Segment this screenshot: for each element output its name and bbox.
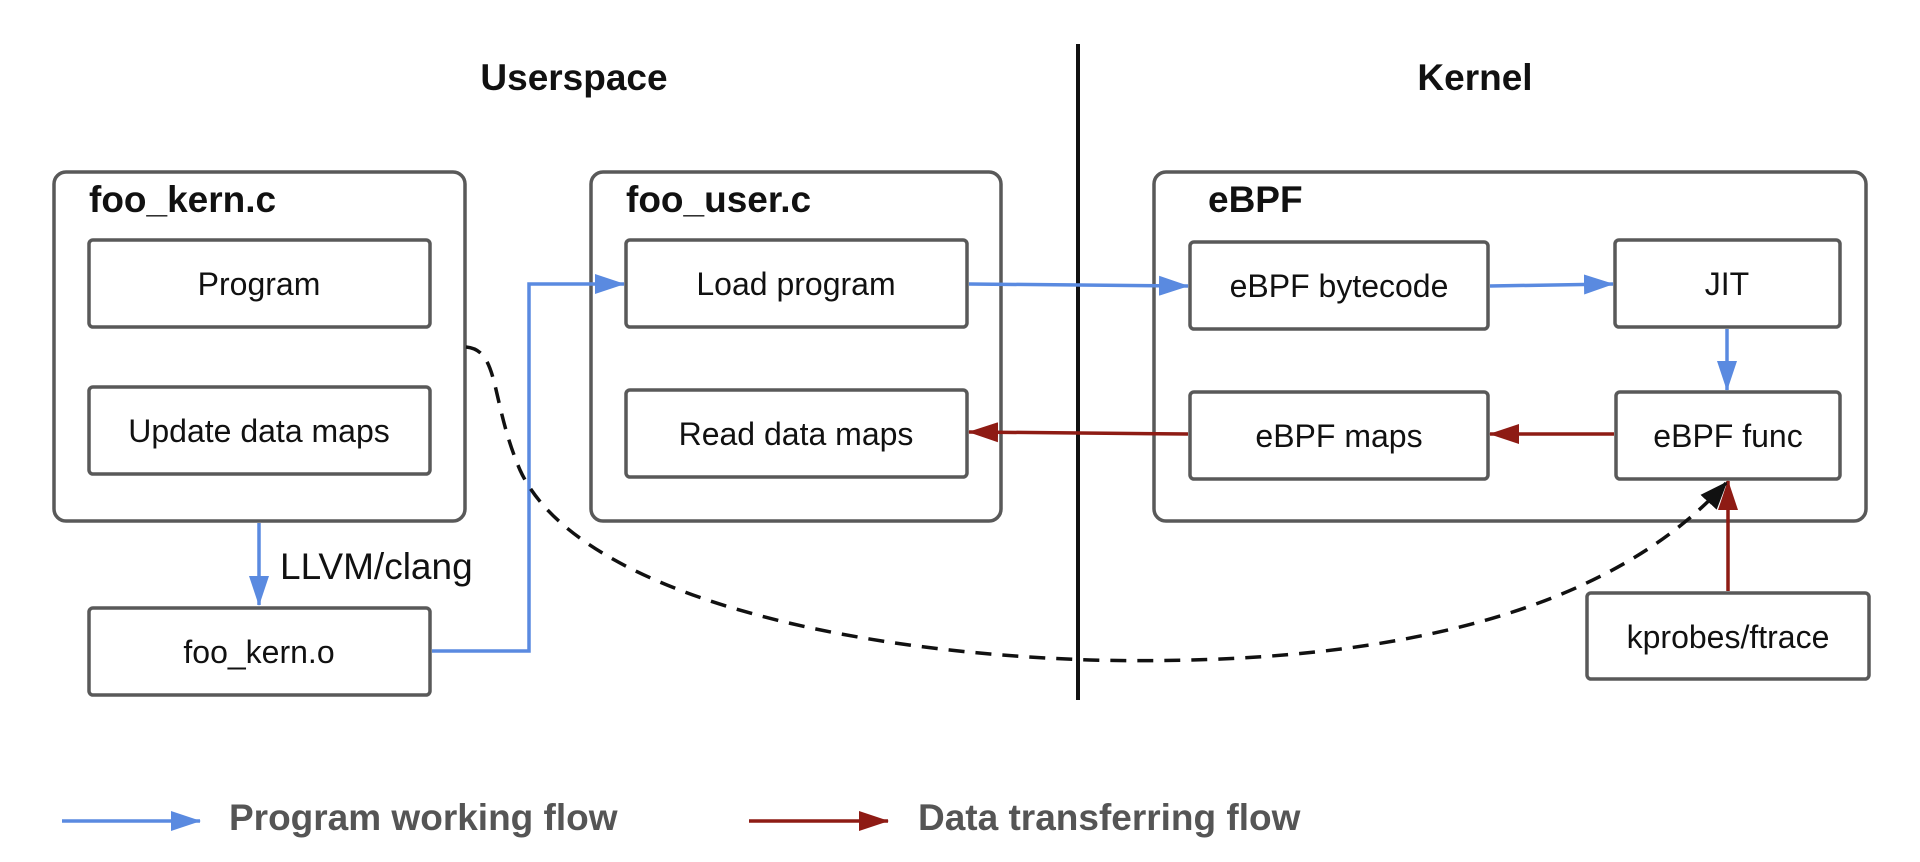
kprobes-ftrace-box xyxy=(1585,591,1871,681)
ebpf-container: eBPF eBPF bytecode JIT eBPF maps eBPF fu… xyxy=(1152,170,1868,523)
kprobes-ftrace-label: kprobes/ftrace xyxy=(1627,619,1830,655)
program-label: Program xyxy=(198,266,321,302)
program-attach-dashed-curve xyxy=(465,345,1728,663)
load-program-box xyxy=(624,238,969,329)
foo-user-title: foo_user.c xyxy=(626,179,811,220)
kernel-title: Kernel xyxy=(1417,57,1532,98)
foo-kern-o-label: foo_kern.o xyxy=(183,634,334,670)
update-data-maps-box xyxy=(87,385,432,476)
ebpf-maps-label: eBPF maps xyxy=(1255,418,1422,454)
ebpf-func-box xyxy=(1614,390,1842,481)
ebpf-bytecode-label: eBPF bytecode xyxy=(1230,268,1449,304)
ebpf-title: eBPF xyxy=(1208,179,1303,220)
update-data-maps-label: Update data maps xyxy=(128,413,390,449)
load-to-bytecode-arrow xyxy=(968,275,1189,296)
read-data-maps-box xyxy=(624,388,969,479)
legend: Program working flow Data transferring f… xyxy=(62,797,1301,838)
legend-program-flow-label: Program working flow xyxy=(229,797,618,838)
foo-kern-title: foo_kern.c xyxy=(89,179,276,220)
foo-kern-o-box xyxy=(87,606,432,697)
userspace-title: Userspace xyxy=(480,57,667,98)
foo-user-container: foo_user.c Load program Read data maps xyxy=(589,170,1003,523)
bytecode-to-jit-arrow xyxy=(1489,274,1614,295)
jit-box xyxy=(1613,238,1842,329)
jit-label: JIT xyxy=(1705,266,1749,302)
ebpf-func-label: eBPF func xyxy=(1653,418,1802,454)
read-data-maps-label: Read data maps xyxy=(679,416,914,452)
maps-to-read-arrow xyxy=(968,422,1189,443)
ebpf-bytecode-box xyxy=(1188,240,1490,331)
program-box xyxy=(87,238,432,329)
load-program-label: Load program xyxy=(696,266,895,302)
ebpf-maps-box xyxy=(1188,390,1490,481)
object-to-loader-arrow xyxy=(432,274,625,653)
llvm-clang-label: LLVM/clang xyxy=(280,546,473,587)
foo-kern-container: foo_kern.c Program Update data maps xyxy=(52,170,467,523)
legend-data-flow-label: Data transferring flow xyxy=(918,797,1301,838)
